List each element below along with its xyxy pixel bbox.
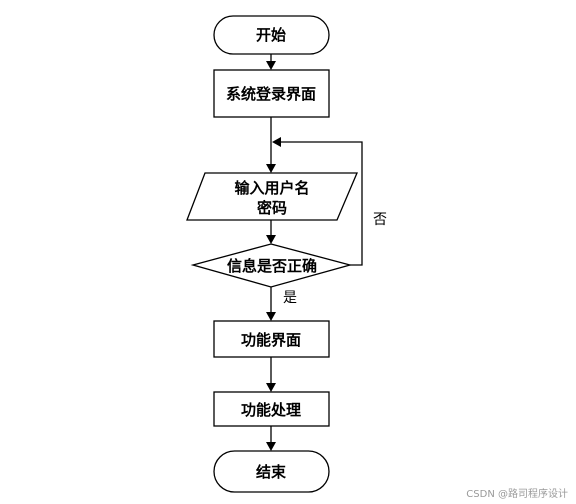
arrow-login-to-input (266, 164, 276, 173)
start-node-label: 开始 (256, 26, 286, 44)
end-node: 结束 (213, 450, 330, 493)
end-node-label: 结束 (256, 463, 287, 481)
input-credentials-label-line2: 密码 (257, 199, 287, 217)
yes-branch-label: 是 (283, 290, 297, 306)
arrow-process-to-end (266, 442, 276, 451)
function-process-label: 功能处理 (241, 401, 301, 419)
login-screen-label: 系统登录界面 (226, 85, 316, 103)
arrow-check-yes (266, 312, 276, 321)
arrow-input-to-check (266, 235, 276, 244)
arrow-check-no-loop (272, 137, 281, 147)
edge-check-no-loop (281, 141, 363, 266)
arrow-start-to-login (266, 61, 276, 70)
no-branch-label: 否 (373, 212, 387, 228)
input-credentials-label-line1: 输入用户名 (234, 179, 309, 197)
arrow-ui-to-process (266, 383, 276, 392)
start-node: 开始 (213, 15, 330, 55)
check-info-label: 信息是否正确 (227, 257, 317, 275)
csdn-watermark: CSDN @路司程序设计 (466, 489, 568, 500)
function-ui-label: 功能界面 (241, 331, 301, 349)
login-screen-node: 系统登录界面 (213, 69, 330, 118)
input-credentials-node: 输入用户名 密码 (186, 172, 358, 221)
check-info-decision: 信息是否正确 (190, 243, 353, 288)
function-ui-node: 功能界面 (213, 320, 330, 358)
function-process-node: 功能处理 (213, 391, 330, 427)
